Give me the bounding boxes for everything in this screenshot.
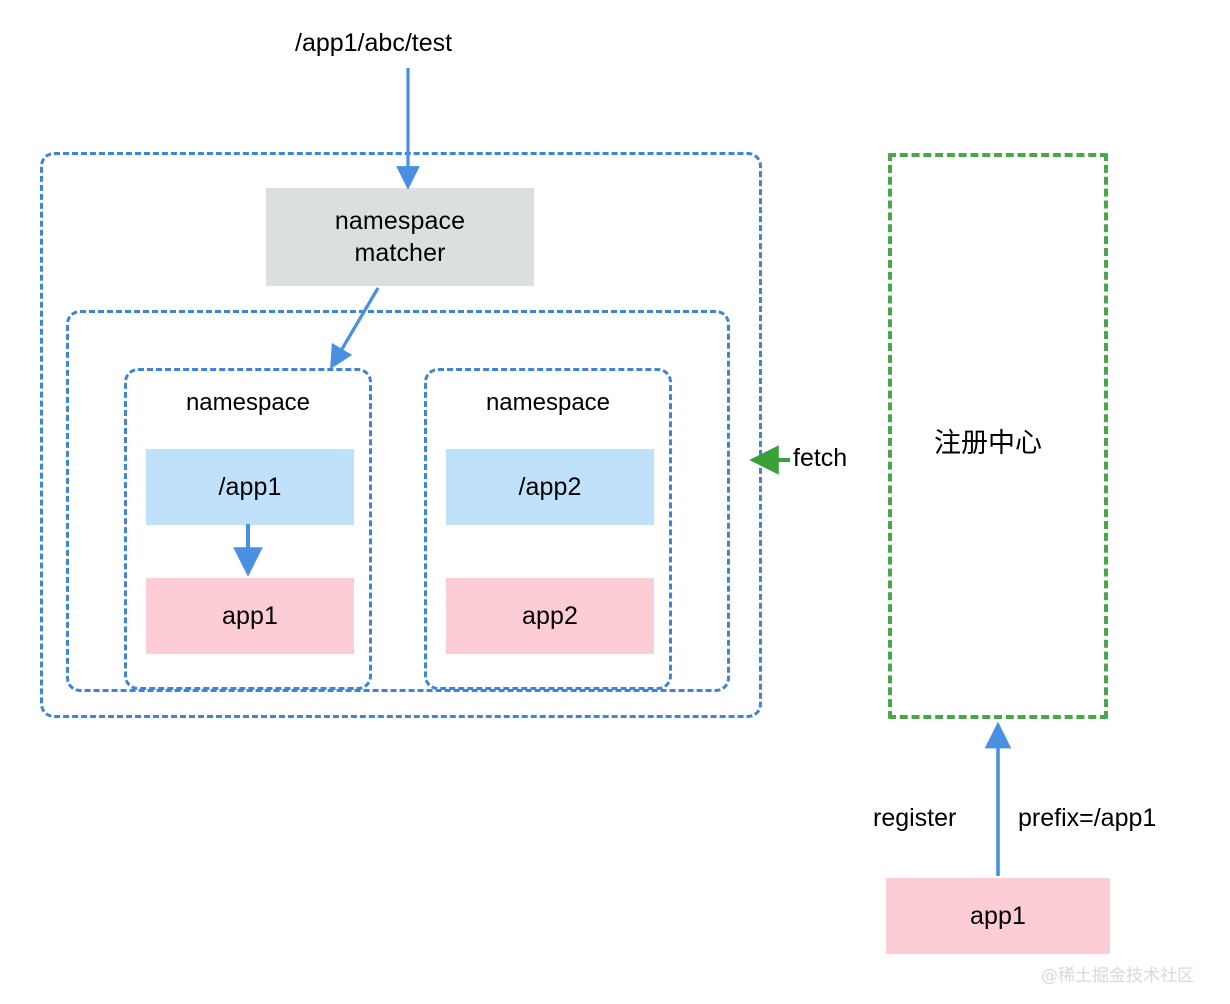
namespace-card-app1-title: namespace [185, 389, 311, 416]
namespace-card-app2[interactable]: namespace /app2 app2 [424, 368, 672, 690]
namespace-card-app1-prefix-label: /app1 [218, 473, 282, 501]
client-app1-label: app1 [969, 902, 1026, 930]
register-prefix-label: prefix=/app1 [1018, 804, 1157, 832]
namespace-card-app1-prefix-box[interactable]: /app1 [146, 449, 354, 525]
namespace-matcher-line1: namespace [334, 207, 466, 235]
gateway-outer-container [40, 152, 762, 718]
fetch-edge-label: fetch [793, 444, 848, 472]
namespace-card-app2-service-box[interactable]: app2 [446, 578, 654, 654]
namespace-group-container [66, 310, 730, 692]
request-path-label: /app1/abc/test [295, 29, 453, 57]
namespace-card-app2-prefix-label: /app2 [518, 473, 582, 501]
registry-title: 注册中心 [934, 428, 1042, 459]
namespace-card-app2-service-label: app2 [521, 602, 578, 630]
register-edge-label: register [873, 804, 957, 832]
namespace-card-app1[interactable]: namespace /app1 app1 [124, 368, 372, 690]
namespace-card-app2-title: namespace [485, 389, 611, 416]
namespace-matcher-line2: matcher [354, 239, 446, 267]
registry-container[interactable] [888, 153, 1108, 719]
namespace-card-app2-prefix-box[interactable]: /app2 [446, 449, 654, 525]
namespace-card-app1-service-box[interactable]: app1 [146, 578, 354, 654]
namespace-card-app1-service-label: app1 [221, 602, 278, 630]
namespace-matcher-node[interactable]: namespace matcher [266, 188, 534, 286]
client-app1-node[interactable]: app1 [886, 878, 1110, 954]
watermark: @稀土掘金技术社区 [1041, 966, 1194, 986]
